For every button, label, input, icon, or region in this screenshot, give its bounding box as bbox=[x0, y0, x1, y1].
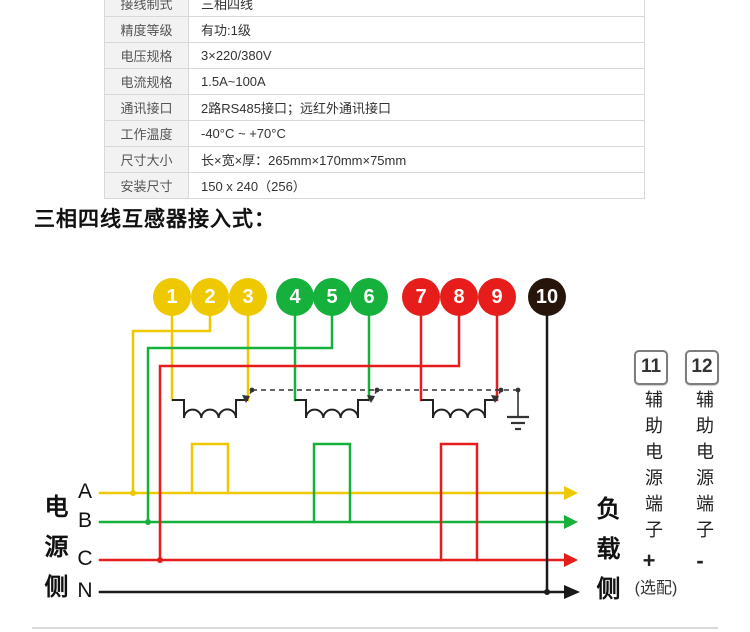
spec-label: 接线制式 bbox=[104, 0, 189, 17]
aux-terminal-11-label: 辅助电源端子 bbox=[643, 390, 663, 546]
phase-b-arrow bbox=[564, 515, 578, 529]
spec-label: 电流规格 bbox=[104, 68, 189, 95]
spec-value: 长×宽×厚：265mm×170mm×75mm bbox=[188, 146, 645, 173]
phase-a-wires bbox=[98, 314, 566, 495]
spec-value: 有功:1级 bbox=[188, 16, 645, 43]
ground-link-arrows bbox=[242, 387, 521, 403]
aux-terminal-12: 12 bbox=[685, 350, 719, 385]
spec-value: -40°C ~ +70°C bbox=[188, 120, 645, 147]
neutral-arrow bbox=[564, 585, 580, 599]
phase-b-wires bbox=[98, 314, 566, 524]
spec-row: 精度等级有功:1级 bbox=[104, 16, 645, 43]
terminal-8: 8 bbox=[440, 278, 478, 316]
spec-row: 工作温度-40°C ~ +70°C bbox=[104, 120, 645, 147]
spec-label: 工作温度 bbox=[104, 120, 189, 147]
phase-a-label: A bbox=[77, 480, 92, 503]
phase-c-junction bbox=[157, 557, 163, 563]
current-transformer-3 bbox=[421, 399, 497, 419]
aux-terminal-11-polarity: + bbox=[642, 548, 656, 573]
spec-label: 安装尺寸 bbox=[104, 172, 189, 199]
phase-c-label: C bbox=[77, 547, 93, 570]
terminal-6: 6 bbox=[350, 278, 388, 316]
spec-value: 1.5A~100A bbox=[188, 68, 645, 95]
terminal-1: 1 bbox=[153, 278, 191, 316]
terminal-7: 7 bbox=[402, 278, 440, 316]
spec-row: 尺寸大小长×宽×厚：265mm×170mm×75mm bbox=[104, 146, 645, 173]
spec-value: 3×220/380V bbox=[188, 42, 645, 69]
terminal-9: 9 bbox=[478, 278, 516, 316]
terminal-4: 4 bbox=[276, 278, 314, 316]
phase-a-arrow bbox=[564, 486, 578, 500]
spec-row: 接线制式三相四线 bbox=[104, 0, 645, 17]
phase-a-junction bbox=[130, 490, 136, 496]
phase-c-wires bbox=[98, 314, 566, 562]
phase-b-label: B bbox=[77, 509, 92, 532]
aux-terminal-11: 11 bbox=[634, 350, 668, 385]
phase-c-arrow bbox=[564, 553, 578, 567]
spec-label: 尺寸大小 bbox=[104, 146, 189, 173]
current-transformer-1 bbox=[172, 399, 248, 419]
aux-optional-note: (选配) bbox=[634, 580, 678, 597]
spec-value: 2路RS485接口；远红外通讯接口 bbox=[188, 94, 645, 121]
phase-b-junction bbox=[145, 519, 151, 525]
spec-label: 电压规格 bbox=[104, 42, 189, 69]
terminal-3: 3 bbox=[229, 278, 267, 316]
neutral-wires bbox=[98, 314, 566, 594]
section-title: 三相四线互感器接入式： bbox=[34, 208, 276, 231]
spec-label: 通讯接口 bbox=[104, 94, 189, 121]
terminal-2: 2 bbox=[191, 278, 229, 316]
spec-label: 精度等级 bbox=[104, 16, 189, 43]
phase-n-label: N bbox=[77, 579, 93, 602]
terminal-5: 5 bbox=[313, 278, 351, 316]
aux-terminal-12-label: 辅助电源端子 bbox=[694, 390, 714, 546]
source-side-label: 电源侧 bbox=[40, 494, 67, 614]
spec-value: 三相四线 bbox=[188, 0, 645, 17]
terminal-10: 10 bbox=[528, 278, 566, 316]
current-transformer-2 bbox=[295, 399, 369, 419]
aux-terminal-12-polarity: - bbox=[696, 548, 704, 573]
ground-link bbox=[246, 389, 529, 431]
load-side-label: 负载侧 bbox=[592, 496, 619, 616]
spec-value: 150 x 240（256） bbox=[188, 172, 645, 199]
neutral-junction bbox=[544, 589, 550, 595]
section-divider bbox=[32, 627, 718, 629]
